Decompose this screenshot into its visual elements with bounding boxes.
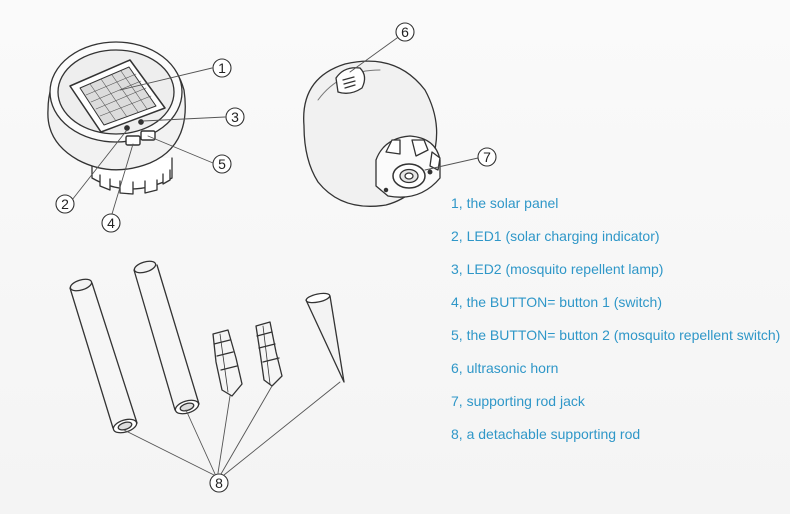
callout-6: 6 (395, 22, 415, 42)
callout-5-label: 5 (218, 156, 226, 172)
callout-1-label: 1 (218, 60, 226, 76)
callout-7: 7 (477, 147, 497, 167)
callout-3: 3 (225, 107, 245, 127)
legend-item: 1, the solar panel (451, 195, 559, 211)
legend-item: 8, a detachable supporting rod (451, 426, 641, 442)
legend-item: 2, LED1 (solar charging indicator) (451, 228, 660, 244)
callout-4-label: 4 (107, 215, 115, 231)
legend-item: 7, supporting rod jack (451, 393, 585, 409)
callout-6-label: 6 (401, 24, 409, 40)
parts-legend: 1, the solar panel 2, LED1 (solar chargi… (451, 195, 780, 459)
leader-lines (71, 37, 479, 476)
callout-2-label: 2 (61, 196, 69, 212)
device-front-view (47, 41, 186, 195)
callout-8: 8 (209, 473, 229, 493)
callout-7-label: 7 (483, 149, 491, 165)
callout-1: 1 (212, 58, 232, 78)
legend-item: 4, the BUTTON= button 1 (switch) (451, 294, 662, 310)
callout-8-label: 8 (215, 475, 223, 491)
rod-parts (69, 260, 345, 434)
callout-3-label: 3 (231, 109, 239, 125)
legend-item: 6, ultrasonic horn (451, 360, 559, 376)
callout-5: 5 (212, 154, 232, 174)
callout-2: 2 (55, 194, 75, 214)
legend-item: 3, LED2 (mosquito repellent lamp) (451, 261, 664, 277)
device-back-view (303, 60, 441, 207)
legend-item: 5, the BUTTON= button 2 (mosquito repell… (451, 327, 781, 343)
callout-4: 4 (101, 213, 121, 233)
